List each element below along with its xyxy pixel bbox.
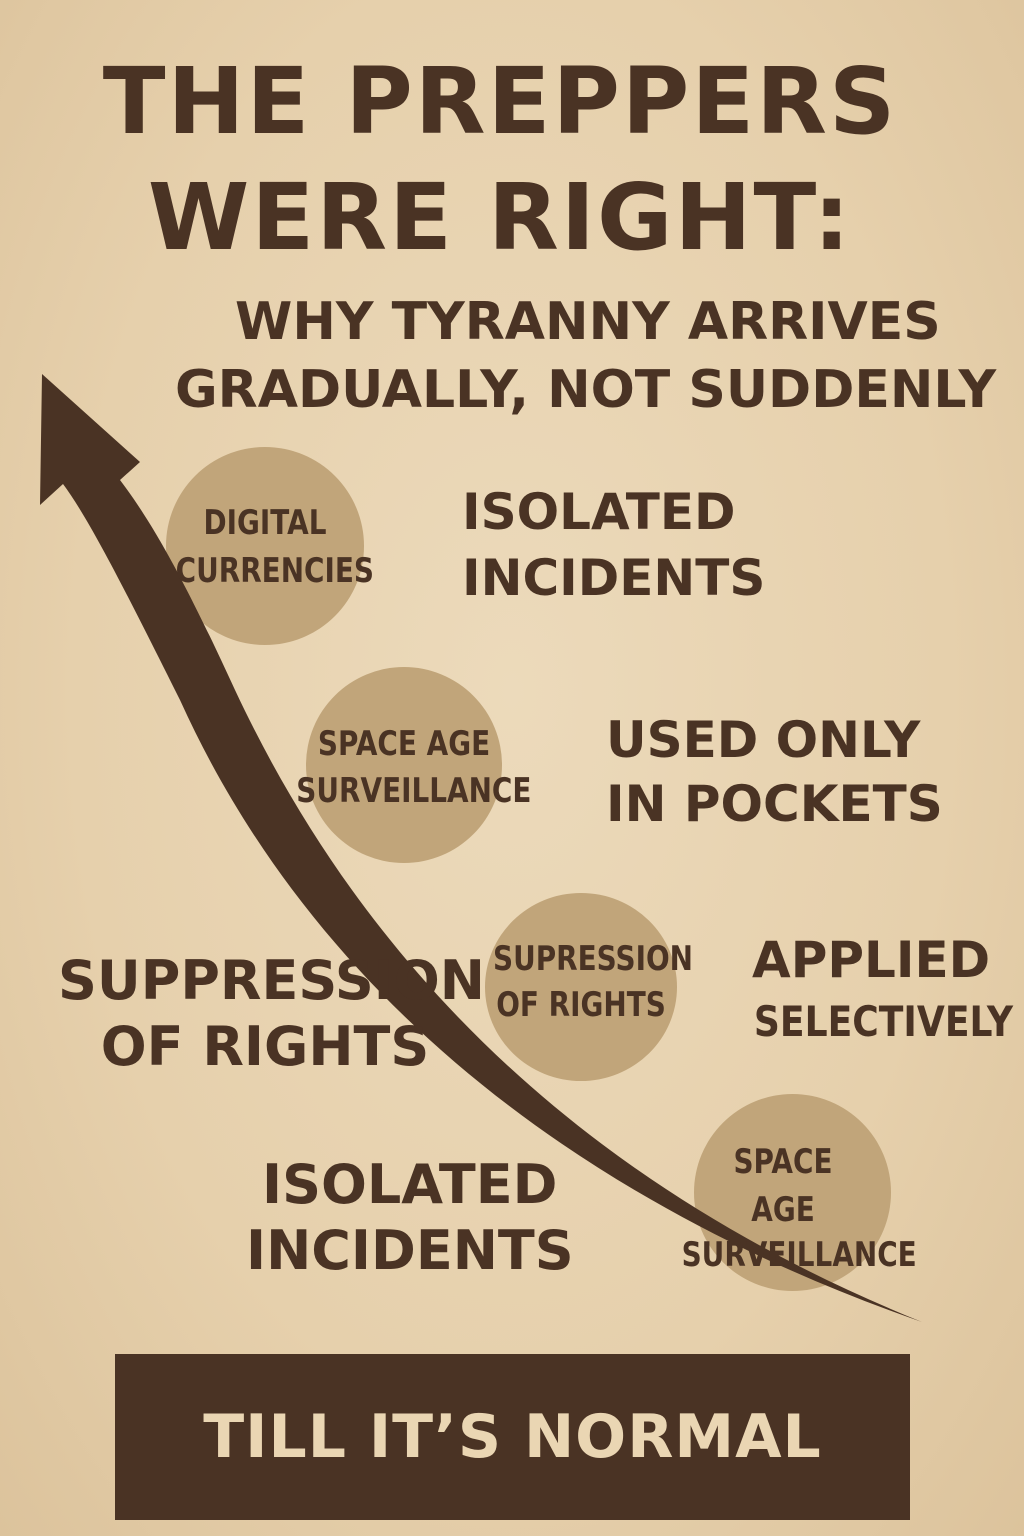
side-label-1-line-1: SUPPRESSION [58, 949, 485, 1012]
title-line-1: THE PREPPERS [102, 48, 898, 155]
stage-3-caption-line-1: APPLIED [752, 931, 991, 989]
stage-3-caption-line-2: SELECTIVELY [753, 997, 1014, 1046]
stage-2-circle-line-2: SURVEILLANCE [296, 771, 532, 811]
stage-1-caption-line-1: ISOLATED [462, 483, 736, 541]
stage-2-caption-line-1: USED ONLY [606, 711, 921, 769]
title-line-2: WERE RIGHT: [147, 164, 853, 271]
side-label-1-line-2: OF RIGHTS [100, 1015, 430, 1078]
stage-circle-3 [485, 893, 677, 1081]
stage-2-circle-line-1: SPACE AGE [317, 724, 491, 764]
stage-circle-2 [306, 667, 502, 863]
side-label-2-line-1: ISOLATED [262, 1153, 558, 1216]
stage-4-circle-line-3: SURVEILLANCE [681, 1235, 917, 1275]
subtitle-line-1: WHY TYRANNY ARRIVES [235, 292, 941, 352]
stage-4-circle-line-1: SPACE [733, 1142, 833, 1182]
stage-1-caption-line-2: INCIDENTS [462, 549, 766, 607]
subtitle-line-2: GRADUALLY, NOT SUDDENLY [175, 360, 997, 420]
side-label-2-line-2: INCIDENTS [246, 1219, 574, 1282]
stage-1-circle-line-1: DIGITAL [203, 503, 327, 543]
stage-3-circle-line-1: SUPRESSION [492, 939, 693, 979]
banner-text: TILL IT’S NORMAL [203, 1402, 822, 1472]
stage-3-circle-line-2: OF RIGHTS [496, 985, 666, 1025]
stage-circle-4 [694, 1094, 891, 1291]
bottom-banner: TILL IT’S NORMAL [115, 1354, 910, 1520]
stage-2-caption-line-2: IN POCKETS [606, 775, 943, 833]
stage-circle-1 [166, 447, 364, 645]
stage-4-circle-line-2: AGE [751, 1190, 815, 1230]
stage-1-circle-line-2: CURRENCIES [175, 551, 374, 591]
